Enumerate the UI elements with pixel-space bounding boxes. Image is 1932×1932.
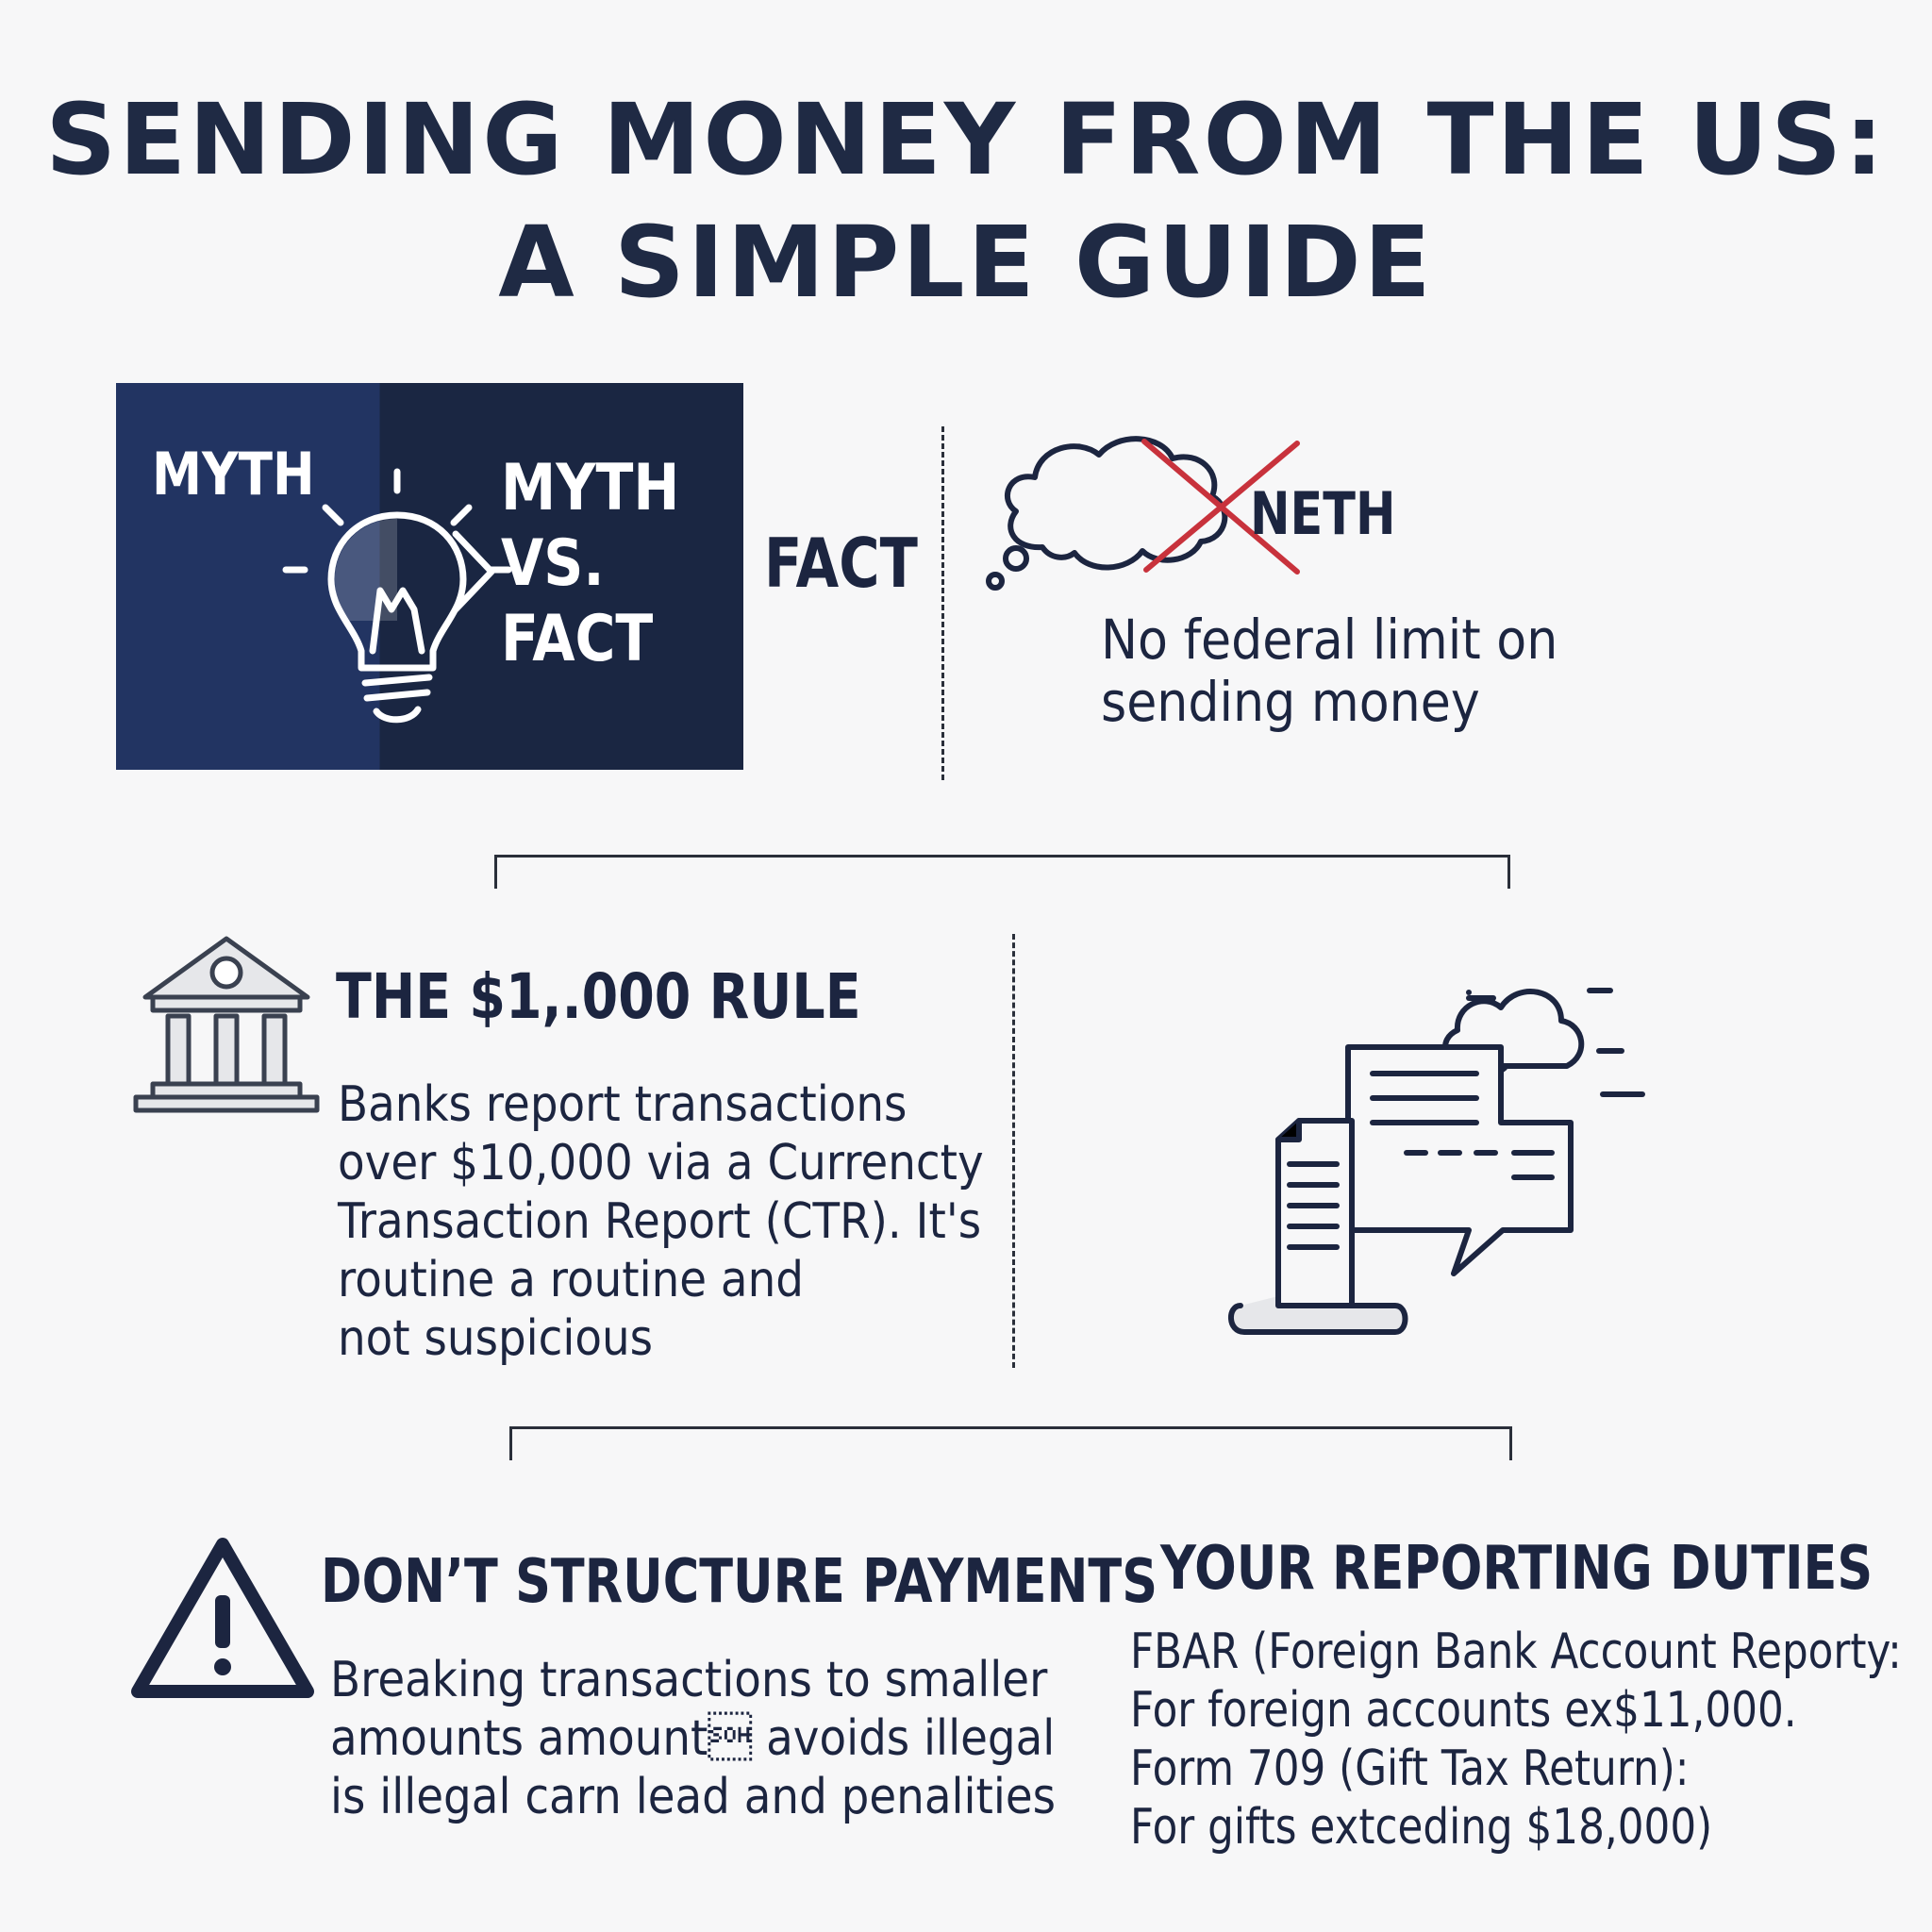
page-title-line2: A SIMPLE GUIDE: [498, 205, 1434, 320]
bank-building-icon: [133, 936, 320, 1113]
structure-heading: DON’T STRUCTURE PAYMENTS: [321, 1547, 1158, 1617]
section-bracket-2: [509, 1426, 1512, 1460]
page-title-line1: SENDING MONEY FROM THE US:: [45, 82, 1887, 197]
chevron-right-icon: [452, 530, 495, 613]
myth-vs-fact-title: MYTH VS. FACT: [501, 451, 679, 677]
rule-line-3: Transaction Report (CTR). It's: [338, 1193, 982, 1250]
divider-middle: [1012, 934, 1015, 1368]
structure-line-2: amounts amount avoids illegal: [330, 1710, 1056, 1767]
myth-card-line-2: sending money: [1101, 670, 1480, 734]
lightbulb-icon: [282, 468, 512, 724]
rule-line-4: routine a routine and: [338, 1252, 804, 1308]
myth-label: MYTH: [152, 440, 315, 508]
structure-text: Breaking transactions to smaller amounts…: [330, 1651, 1056, 1826]
thought-cloud-icon: [986, 436, 1300, 591]
rule-heading: THE $1,.000 RULE: [336, 960, 861, 1033]
myth-card-line-1: No federal limit on: [1101, 608, 1558, 672]
duties-text: FBAR (Foreign Bank Account Reporty: For …: [1130, 1623, 1902, 1857]
panel-title-myth: MYTH: [501, 451, 680, 525]
duties-line-2: For foreign accounts ex$11,000.: [1130, 1682, 1797, 1739]
duties-heading: YOUR REPORTING DUTIES: [1160, 1534, 1874, 1604]
panel-title-vs: VS.: [501, 526, 605, 601]
rule-line-2: over $10,000 via a Currencty: [338, 1135, 984, 1191]
structure-line-1: Breaking transactions to smaller: [330, 1652, 1048, 1708]
duties-line-3: Form 709 (Gift Tax Return):: [1130, 1740, 1690, 1797]
duties-line-1: FBAR (Foreign Bank Account Reporty:: [1130, 1624, 1902, 1680]
panel-title-fact: FACT: [501, 602, 654, 676]
rule-line-1: Banks report transactions: [338, 1076, 908, 1133]
rule-line-5: not suspicious: [338, 1310, 654, 1367]
myth-vs-fact-panel: MYTH MYTH VS. FACT: [116, 383, 743, 770]
rule-text: Banks report transactions over $10,000 v…: [338, 1075, 984, 1368]
warning-triangle-icon: [131, 1538, 314, 1698]
section-bracket-1: [494, 855, 1510, 889]
fact-label: FACT: [764, 524, 918, 603]
divider-top: [941, 426, 944, 780]
myth-card-heading: NETH: [1250, 479, 1396, 548]
duties-line-4: For gifts extceding $18,000): [1130, 1799, 1713, 1856]
structure-line-3: is illegal carn lead and penalities: [330, 1769, 1057, 1825]
myth-card-text: No federal limit on sending money: [1101, 608, 1557, 733]
documents-chat-icon: [1228, 988, 1645, 1335]
